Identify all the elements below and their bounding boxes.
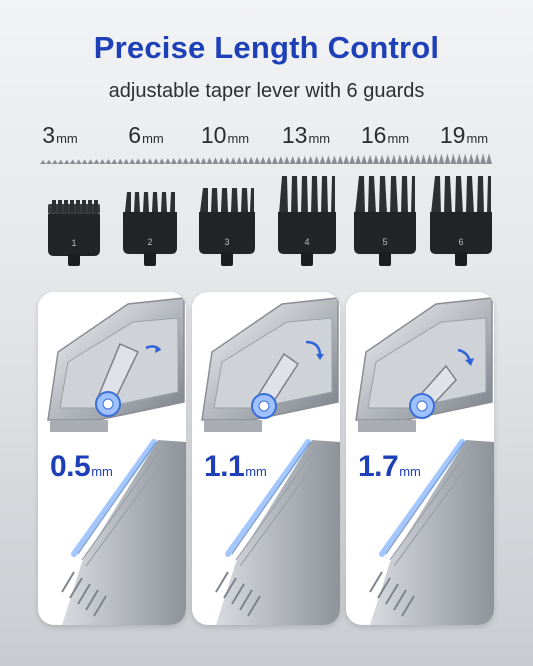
arrow-rotate-icon	[305, 340, 322, 357]
lever-position-panel-1: 0.5mm	[38, 292, 186, 625]
guard-comb-2: 2	[123, 192, 177, 266]
size-value: 10	[200, 122, 227, 148]
guard-comb-4: 4	[278, 176, 336, 266]
measure-value: 1.7	[358, 450, 399, 483]
lever-measure: 0.5mm	[50, 450, 113, 484]
guard-row: 1 2 3 4 5	[0, 170, 533, 270]
size-value: 3	[42, 122, 56, 148]
guard-number: 6	[458, 237, 463, 247]
size-value: 6	[128, 122, 142, 148]
size-unit: mm	[387, 131, 410, 146]
clipper-illustration	[201, 297, 340, 625]
guard-comb-1: 1	[48, 200, 100, 266]
page-title: Precise Length Control	[93, 30, 440, 65]
comb-teeth-ruler	[40, 153, 492, 164]
size-unit: mm	[227, 131, 250, 146]
guard-size-label: 16mm	[361, 122, 409, 149]
clipper-illustration	[47, 297, 186, 625]
guard-size-label: 6mm	[128, 122, 163, 149]
guard-comb-6: 6	[430, 176, 492, 266]
guard-number: 1	[71, 238, 76, 248]
size-unit: mm	[308, 131, 331, 146]
guard-number: 5	[382, 237, 387, 247]
size-value: 19	[439, 122, 466, 148]
lever-position-panel-2: 1.1mm	[192, 292, 340, 625]
lever-position-panel-3: 1.7mm	[346, 292, 494, 625]
measure-value: 0.5	[50, 450, 91, 483]
guard-size-label: 19mm	[440, 122, 488, 149]
guard-size-label: 13mm	[282, 122, 330, 149]
guard-comb-3: 3	[199, 188, 255, 266]
lever-measure: 1.7mm	[358, 450, 421, 484]
measure-unit: mm	[399, 464, 421, 479]
guard-number: 3	[224, 237, 229, 247]
measure-unit: mm	[91, 464, 113, 479]
page-subtitle: adjustable taper lever with 6 guards	[108, 80, 425, 102]
guard-number: 4	[304, 237, 309, 247]
guard-size-labels: 3mm 6mm 10mm 13mm 16mm 19mm	[0, 122, 533, 152]
guard-size-label: 10mm	[201, 122, 249, 149]
measure-value: 1.1	[204, 450, 245, 483]
size-value: 13	[281, 122, 308, 148]
lever-measure: 1.1mm	[204, 450, 267, 484]
size-unit: mm	[56, 131, 78, 146]
measure-unit: mm	[245, 464, 267, 479]
clipper-illustration	[355, 297, 494, 625]
guard-comb-5: 5	[354, 176, 416, 266]
size-value: 16	[360, 122, 387, 148]
guard-number: 2	[147, 237, 152, 247]
size-unit: mm	[142, 131, 164, 146]
size-unit: mm	[466, 131, 489, 146]
guard-size-label: 3mm	[42, 122, 77, 149]
